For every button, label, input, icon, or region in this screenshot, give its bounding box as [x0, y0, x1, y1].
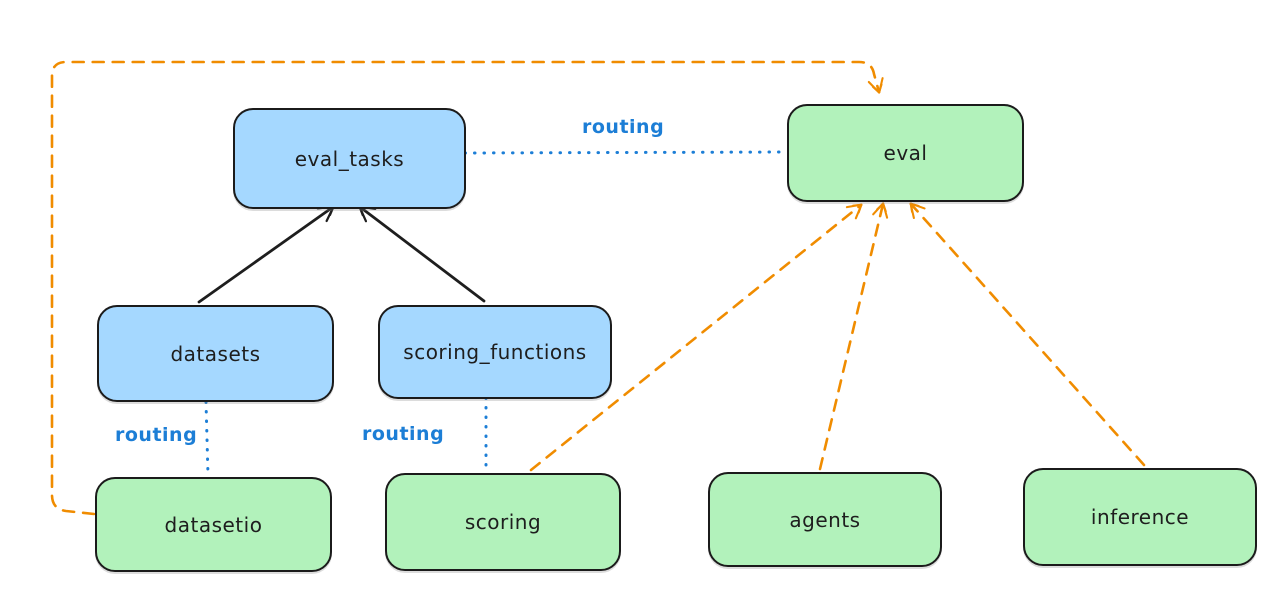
edge-inference-to-eval — [909, 202, 1146, 467]
node-datasetio-label: datasetio — [164, 512, 263, 537]
node-scoring: scoring — [385, 473, 621, 571]
node-inference: inference — [1023, 468, 1257, 566]
edge-label-routing-datasets-datasetio: routing — [115, 424, 198, 446]
node-scoring_functions: scoring_functions — [378, 305, 612, 399]
edge-datasets-to-eval_tasks — [197, 205, 335, 304]
node-eval_tasks-label: eval_tasks — [294, 146, 405, 171]
node-agents-label: agents — [789, 507, 861, 532]
edge-datasets-to-datasetio-routing — [204, 400, 210, 477]
node-scoring_functions-label: scoring_functions — [403, 340, 587, 364]
node-eval-label: eval — [883, 141, 928, 165]
node-eval_tasks: eval_tasks — [233, 108, 466, 209]
node-scoring-label: scoring — [464, 510, 542, 534]
node-datasetio: datasetio — [95, 477, 332, 572]
edge-scoring_functions-to-eval_tasks — [358, 205, 486, 303]
node-datasets-label: datasets — [170, 341, 261, 366]
edge-datasetio-to-eval — [50, 60, 884, 516]
node-inference-label: inference — [1090, 505, 1190, 529]
edge-label-routing-eval_tasks-eval: routing — [582, 116, 665, 138]
edge-agents-to-eval — [818, 202, 889, 471]
edge-scoring-to-eval — [529, 203, 863, 472]
node-datasets: datasets — [97, 305, 334, 402]
node-eval: eval — [787, 104, 1024, 202]
node-agents: agents — [708, 472, 942, 567]
edge-label-routing-scoring_functions-scoring: routing — [362, 423, 445, 445]
edge-eval_tasks-to-eval-routing — [463, 150, 786, 155]
